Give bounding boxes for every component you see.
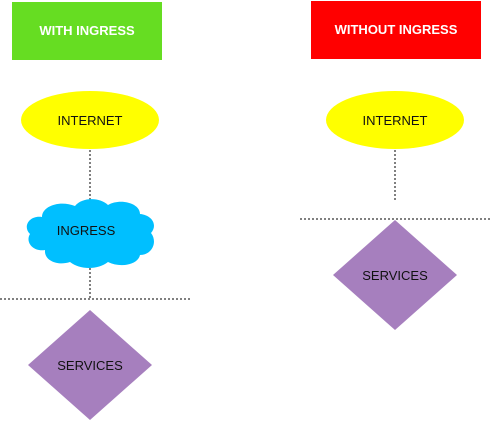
services-label-left: SERVICES	[57, 358, 123, 373]
with-ingress-header-label: WITH INGRESS	[39, 23, 135, 38]
services-node-right	[333, 220, 457, 330]
services-label-right: SERVICES	[362, 268, 428, 283]
with-ingress-panel: WITH INGRESS INTERNET INGRESS SERVICES	[0, 2, 190, 420]
internet-node-left	[21, 91, 159, 149]
without-ingress-header-box	[311, 1, 481, 59]
services-node-left	[28, 310, 152, 420]
ingress-cloud-node	[26, 199, 154, 268]
without-ingress-header-label: WITHOUT INGRESS	[335, 22, 458, 37]
without-ingress-panel: WITHOUT INGRESS INTERNET SERVICES	[300, 1, 492, 330]
internet-label-left: INTERNET	[58, 113, 123, 128]
internet-label-right: INTERNET	[363, 113, 428, 128]
with-ingress-header-box	[12, 2, 162, 60]
ingress-label: INGRESS	[57, 223, 116, 238]
internet-node-right	[326, 91, 464, 149]
